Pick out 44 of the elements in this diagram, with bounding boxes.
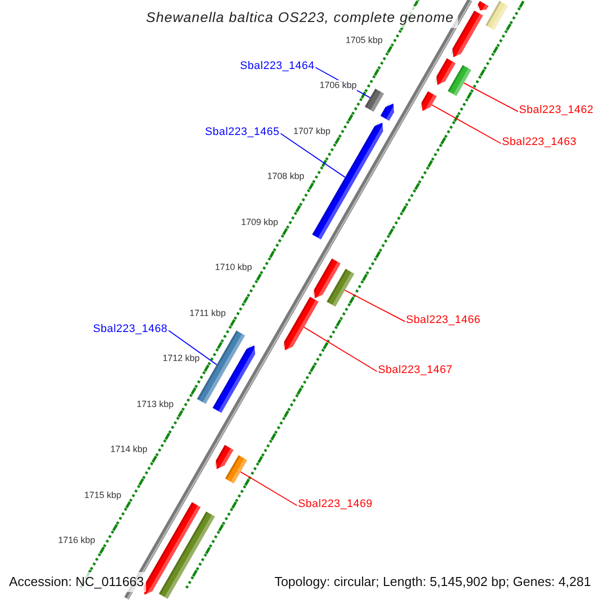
gene-label: Sbal223_1462 [519, 104, 594, 117]
scale-label: 1706 kbp [320, 80, 357, 92]
gene-feature-block [225, 455, 248, 484]
scale-label: 1712 kbp [162, 353, 200, 364]
scale-label: 1705 kbp [346, 34, 383, 46]
gene-label: Sbal223_1464 [240, 60, 315, 73]
gene-feature-block [486, 0, 508, 30]
leader-line [344, 290, 406, 322]
scale-label: 1708 kbp [267, 171, 304, 182]
gene-feature-pointed [434, 58, 456, 86]
scale-label: 1707 kbp [293, 126, 330, 137]
leader-line [280, 133, 346, 178]
gene-feature-pointed [214, 444, 234, 470]
gene-feature-pointed [312, 121, 384, 240]
gene-feature-pointed [282, 296, 319, 352]
leader-line [304, 326, 378, 372]
gene-feature-pointed [142, 502, 201, 596]
gene-feature-pointed [312, 258, 341, 299]
gene-label: Sbal223_1466 [406, 314, 481, 327]
gene-feature-block [364, 88, 384, 112]
leader-line [463, 82, 518, 112]
gene-feature-pointed [420, 91, 437, 112]
gene-feature-block [326, 268, 354, 307]
gene-label: Sbal223_1468 [93, 323, 168, 336]
scale-label: 1713 kbp [136, 398, 174, 410]
gene-feature-block [448, 65, 472, 96]
gene-label: Sbal223_1465 [205, 126, 280, 139]
scale-label: 1715 kbp [84, 490, 122, 501]
leader-line [168, 330, 218, 366]
gene-label: Sbal223_1467 [378, 364, 453, 377]
gene-feature-pointed [212, 344, 256, 413]
gene-feature-pointed [478, 1, 488, 12]
gene-label: Sbal223_1469 [298, 498, 373, 511]
leader-line [240, 471, 298, 506]
leader-line [431, 104, 502, 144]
gene-feature-block [158, 512, 215, 599]
gene-label: Sbal223_1463 [502, 136, 577, 149]
scale-label: 1711 kbp [189, 308, 226, 319]
accession-text: Accession: NC_011663 [7, 572, 146, 592]
scale-label: 1710 kbp [214, 262, 252, 274]
scale-label: 1709 kbp [241, 216, 278, 228]
gene-feature-pointed [380, 102, 395, 121]
scale-label: 1716 kbp [58, 535, 96, 546]
scale-label: 1714 kbp [110, 444, 148, 456]
